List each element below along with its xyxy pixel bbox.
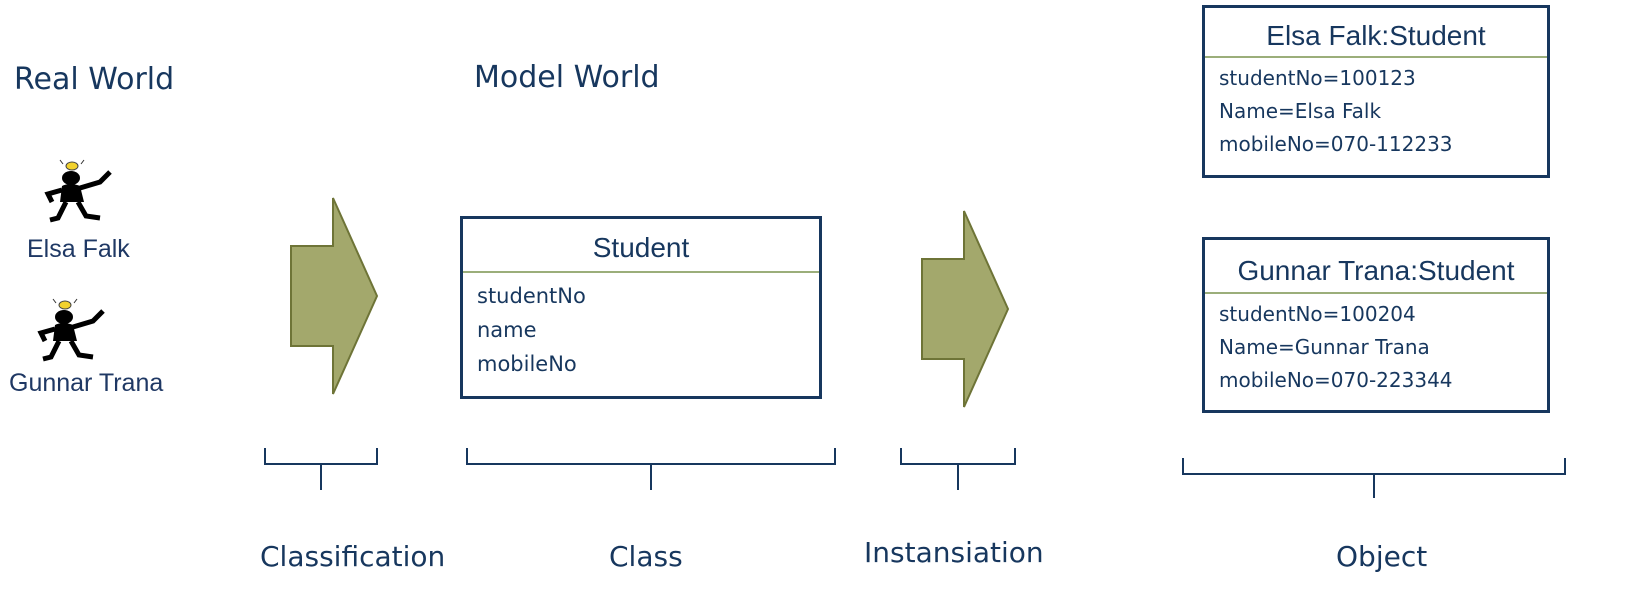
person-name: Gunnar Trana bbox=[9, 369, 164, 397]
object-attributes: studentNo=100123 Name=Elsa Falk mobileNo… bbox=[1205, 58, 1547, 161]
object-attribute: mobileNo=070-223344 bbox=[1219, 368, 1453, 392]
class-attribute: studentNo bbox=[477, 284, 586, 308]
real-world-heading: Real World bbox=[14, 62, 175, 97]
object-title: Gunnar Trana:Student bbox=[1205, 240, 1547, 294]
object-attributes: studentNo=100204 Name=Gunnar Trana mobil… bbox=[1205, 294, 1547, 397]
object-attribute: studentNo=100204 bbox=[1219, 302, 1416, 326]
instansiation-arrow bbox=[921, 210, 1010, 408]
model-world-heading: Model World bbox=[474, 60, 660, 95]
class-title: Student bbox=[463, 219, 819, 273]
object-title: Elsa Falk:Student bbox=[1205, 8, 1547, 58]
object-attribute: Name=Gunnar Trana bbox=[1219, 335, 1430, 359]
classification-arrow bbox=[290, 197, 379, 395]
object-attribute: studentNo=100123 bbox=[1219, 66, 1416, 90]
person-name: Elsa Falk bbox=[27, 235, 130, 263]
classification-label: Classification bbox=[260, 540, 446, 573]
object-label: Object bbox=[1336, 540, 1428, 573]
class-box: Student studentNo name mobileNo bbox=[460, 216, 822, 399]
object-attribute: mobileNo=070-112233 bbox=[1219, 132, 1453, 156]
class-brace bbox=[466, 448, 836, 490]
class-label: Class bbox=[609, 540, 683, 573]
class-attribute: mobileNo bbox=[477, 352, 577, 376]
instansiation-brace bbox=[900, 448, 1016, 490]
classification-brace bbox=[264, 448, 378, 490]
object-brace bbox=[1182, 458, 1566, 498]
object-box: Elsa Falk:Student studentNo=100123 Name=… bbox=[1202, 5, 1550, 178]
object-attribute: Name=Elsa Falk bbox=[1219, 99, 1382, 123]
person-icon bbox=[44, 159, 112, 223]
instansiation-label: Instansiation bbox=[864, 536, 1044, 569]
object-box: Gunnar Trana:Student studentNo=100204 Na… bbox=[1202, 237, 1550, 413]
class-attributes: studentNo name mobileNo bbox=[463, 273, 819, 381]
person-icon bbox=[37, 298, 105, 362]
class-attribute: name bbox=[477, 318, 537, 342]
